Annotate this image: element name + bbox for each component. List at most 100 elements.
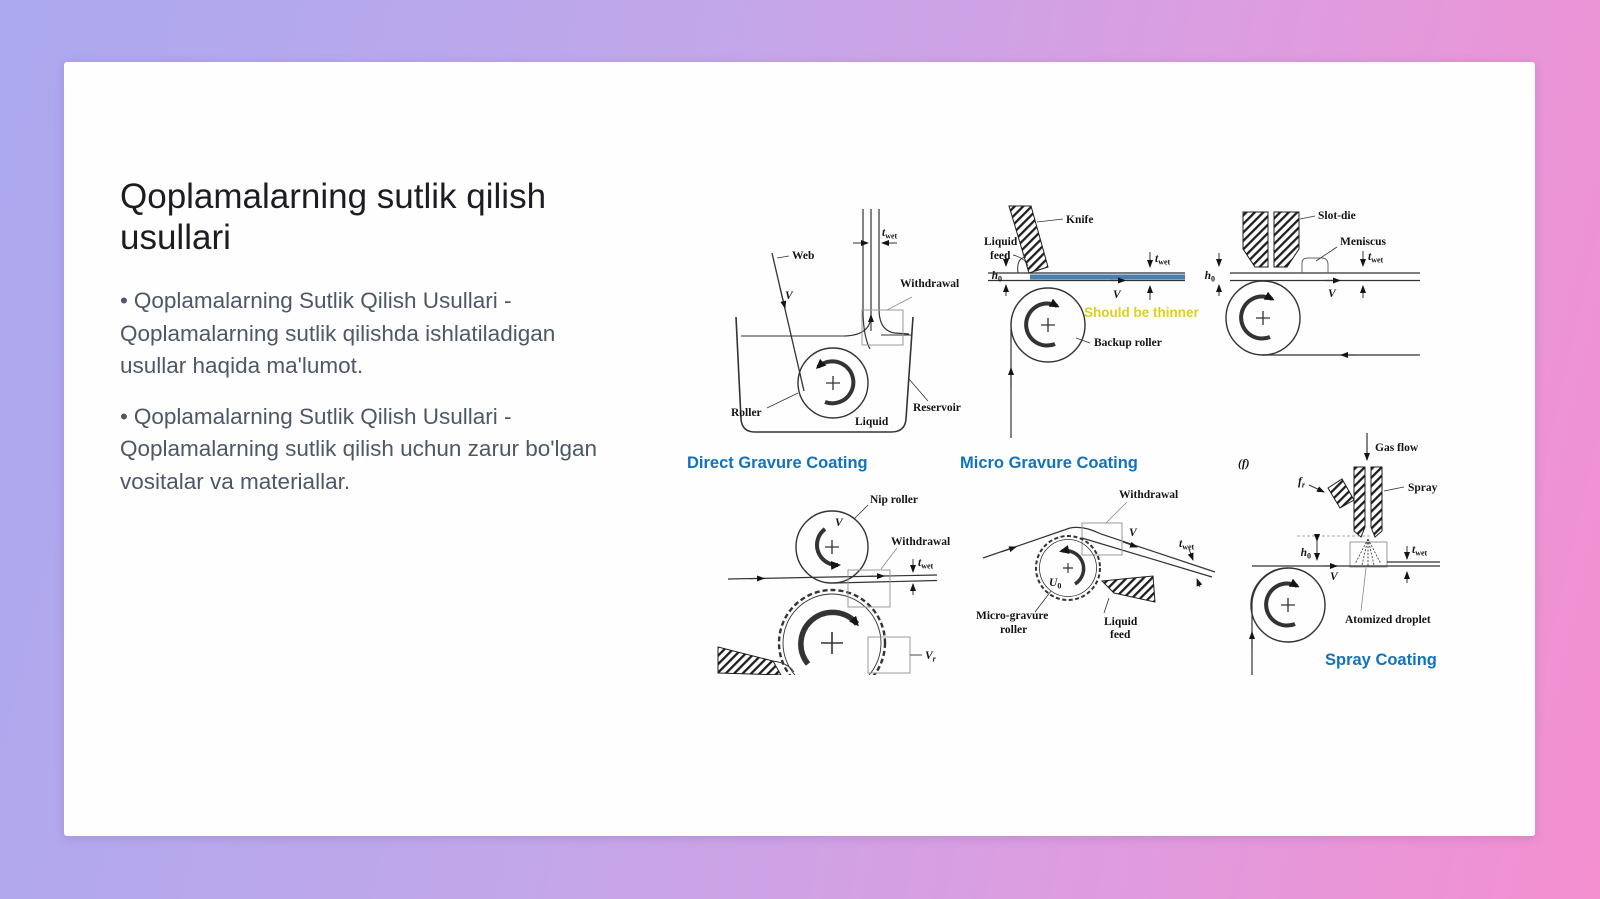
label-backup-roller: Backup roller: [1094, 337, 1162, 349]
label-roll-speed: Vr: [925, 650, 937, 664]
rotation-arrow-ccw: [814, 527, 841, 570]
label-reservoir: Reservoir: [913, 402, 961, 414]
label-twet: twet: [882, 227, 898, 241]
web-arrow-right: [1122, 541, 1138, 548]
knife-coating-diagram: [988, 205, 1185, 438]
rotation-arrow-cw: [798, 609, 860, 666]
roller-center-cross: [1063, 563, 1073, 573]
label-micro-roller-1: Micro-gravure: [976, 610, 1048, 622]
liquid-pool: [1017, 256, 1027, 274]
roller-circle: [797, 347, 869, 419]
liquid-surface: [741, 334, 911, 337]
roller-center-cross: [825, 540, 839, 554]
fr-arrow: [1308, 484, 1325, 493]
web-up-right: [878, 209, 910, 335]
micro-roller-inner: [1039, 539, 1097, 597]
die-block-left: [1242, 211, 1269, 268]
micro-gravure-diagram: [982, 501, 1216, 614]
leader-liquid-feed: [1103, 597, 1110, 614]
label-h0: h0: [992, 270, 1002, 284]
direct-gravure-diagram: [717, 504, 938, 675]
label-web-speed: V: [1113, 289, 1122, 301]
nozzle-right: [1370, 466, 1383, 538]
leader-slot-die: [1299, 215, 1316, 220]
nip-roller-circle: [795, 510, 869, 584]
web-arrow-left: [1000, 546, 1017, 553]
roller-center-cross: [1041, 318, 1055, 332]
label-twet: twet: [918, 557, 934, 571]
leader-web: [776, 255, 790, 259]
gravure-roll-circle: [777, 588, 887, 675]
knife-blade: [1008, 205, 1049, 274]
feed-tube: [1327, 478, 1355, 509]
label-twet: twet: [1155, 253, 1171, 267]
dip-coating-diagram: [735, 209, 929, 433]
blade-funnel: [772, 660, 795, 673]
caption-micro-gravure: Micro Gravure Coating: [960, 454, 1138, 472]
web-right-line: [1069, 526, 1216, 573]
label-twet: twet: [1412, 544, 1428, 558]
label-web-speed: V: [835, 517, 844, 529]
leader-withdrawal: [1105, 501, 1128, 524]
bullet-text: Qoplamalarning Sutlik Qilish Usullari - …: [120, 403, 598, 494]
leader-spray: [1383, 486, 1405, 492]
label-web-speed: V: [1129, 527, 1138, 539]
bullet-glyph: •: [120, 403, 128, 429]
die-block-right: [1273, 211, 1300, 268]
slide-card: Qoplamalarning sutlik qilish usullari •Q…: [64, 62, 1535, 836]
backup-roller-circle: [1010, 287, 1086, 363]
web-direction-arrow: [779, 287, 787, 309]
leader-liquid-feed: [1012, 254, 1029, 267]
web-up-left: [862, 209, 871, 350]
label-liquid-feed-2: feed: [1110, 629, 1131, 641]
annotation-should-be-thinner: Should be thinner: [1084, 305, 1199, 320]
coating-methods-figure: Web V twet Withdrawal Roller Liquid Rese…: [687, 205, 1440, 675]
leader-roller: [766, 392, 799, 409]
leader-meniscus: [1315, 246, 1338, 262]
gravure-roll-inner: [782, 593, 882, 675]
label-web-speed: V: [1330, 571, 1339, 583]
spray-fan: [1354, 538, 1382, 566]
withdrawal-zone-box: [861, 309, 904, 346]
label-liquid: Liquid: [855, 416, 889, 428]
web-left-line: [982, 527, 1071, 559]
label-web: Web: [792, 250, 814, 262]
bullet-glyph: •: [120, 288, 128, 313]
bullet-text: Qoplamalarning Sutlik Qilish Usullari - …: [120, 288, 556, 378]
caption-spray: Spray Coating: [1325, 651, 1437, 669]
leader-nip-roller: [853, 504, 869, 520]
label-withdrawal: Withdrawal: [891, 536, 950, 548]
nozzle-left: [1353, 466, 1366, 538]
slot-die-coating-diagram: [1216, 211, 1420, 358]
label-figure-marker: (f): [1238, 458, 1250, 470]
label-h0: h0: [1205, 270, 1215, 284]
roller-center-cross: [1281, 598, 1295, 612]
label-roller-speed: U0: [1049, 577, 1061, 591]
spray-coating-diagram: [1249, 433, 1440, 675]
rotation-arrow-cw: [1264, 578, 1300, 628]
rotation-arrow-cw: [1024, 298, 1060, 348]
reservoir-outline: [735, 316, 914, 433]
label-atomized-droplet: Atomized droplet: [1345, 614, 1431, 626]
film-line: [1081, 537, 1213, 578]
doctor-blade: [717, 646, 782, 675]
label-nip-roller: Nip roller: [870, 494, 918, 506]
label-meniscus: Meniscus: [1340, 236, 1387, 248]
twet-arrow-top: [1187, 548, 1194, 561]
label-spray: Spray: [1408, 482, 1438, 494]
label-gas-flow: Gas flow: [1375, 442, 1419, 454]
micro-roller-circle: [1035, 535, 1101, 601]
leader-backup-roller: [1075, 337, 1091, 344]
label-web-speed: V: [785, 290, 794, 302]
coated-film: [1030, 274, 1185, 280]
label-roller: Roller: [731, 407, 762, 419]
rotation-arrow-cw: [1239, 291, 1275, 341]
bullet-item: •Qoplamalarning Sutlik Qilish Usullari -…: [120, 401, 602, 499]
twet-arrow-bottom: [1196, 578, 1203, 588]
web-up-mid: [844, 209, 872, 337]
label-slot-die: Slot-die: [1318, 210, 1356, 222]
label-web-speed: V: [1328, 288, 1337, 300]
bullet-item: •Qoplamalarning Sutlik Qilish Usullari -…: [120, 285, 602, 383]
leader-withdrawal: [880, 547, 898, 570]
meniscus-outline: [1301, 257, 1329, 273]
